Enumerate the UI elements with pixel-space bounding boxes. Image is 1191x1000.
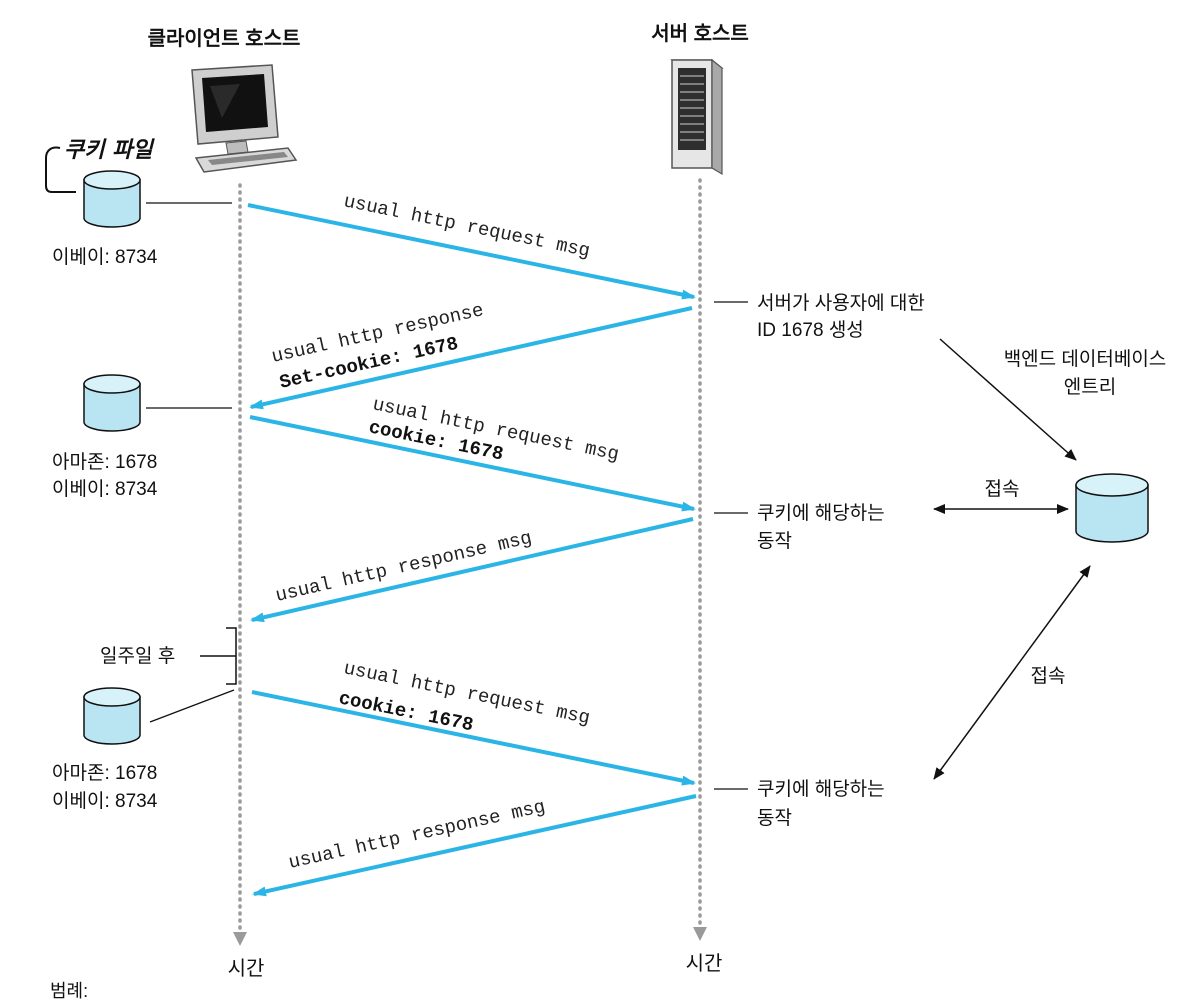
cookie-file-bracket [45, 146, 76, 193]
request-arrow [247, 203, 696, 300]
legend-label: 범례: [50, 981, 88, 1000]
server-note: 쿠키에 해당하는 [757, 778, 885, 800]
week-later-label: 일주일 후 [100, 645, 175, 667]
response-arrow [249, 306, 693, 410]
client-host-title: 클라이언트 호스트 [148, 27, 301, 50]
server-tower-icon [670, 58, 724, 176]
client-db-entry: 아마존: 1678 [52, 451, 157, 473]
client-db-entry: 아마존: 1678 [52, 762, 157, 784]
request-arrow [251, 690, 696, 786]
cookie-file-label: 쿠키 파일 [64, 138, 155, 163]
message-label: usual http response msg [273, 527, 534, 607]
server-note: 서버가 사용자에 대한 [757, 292, 925, 314]
db-connector-line [149, 689, 235, 723]
server-host-title: 서버 호스트 [651, 22, 749, 45]
cookie-db-icon [83, 170, 141, 228]
backend-db-label: 엔트리 [1064, 376, 1116, 398]
response-arrow [252, 794, 697, 897]
server-note: ID 1678 생성 [757, 319, 864, 341]
cookie-db-icon [83, 687, 141, 745]
server-time-label: 시간 [686, 952, 723, 975]
access-label: 접속 [985, 478, 1020, 500]
client-db-entry: 이베이: 8734 [52, 790, 158, 812]
backend-database-icon [1075, 473, 1149, 543]
client-db-entry: 이베이: 8734 [52, 246, 158, 268]
client-computer-icon [191, 64, 298, 173]
backend-db-label: 백엔드 데이터베이스 [1004, 348, 1167, 370]
response-arrow [250, 517, 694, 623]
message-label: usual http response msg [287, 796, 548, 874]
client-time-arrow-icon [233, 932, 247, 946]
server-note: 동작 [757, 530, 792, 552]
backend-create-arrow [939, 338, 1077, 461]
client-time-label: 시간 [228, 957, 265, 980]
request-arrow [249, 415, 696, 512]
cookie-db-icon [83, 374, 141, 432]
access-arrow [933, 565, 1091, 780]
access-label: 접속 [1031, 665, 1066, 687]
server-time-arrow-icon [693, 927, 707, 941]
client-db-entry: 이베이: 8734 [52, 478, 158, 500]
server-note: 동작 [757, 807, 792, 829]
server-note: 쿠키에 해당하는 [757, 502, 885, 524]
